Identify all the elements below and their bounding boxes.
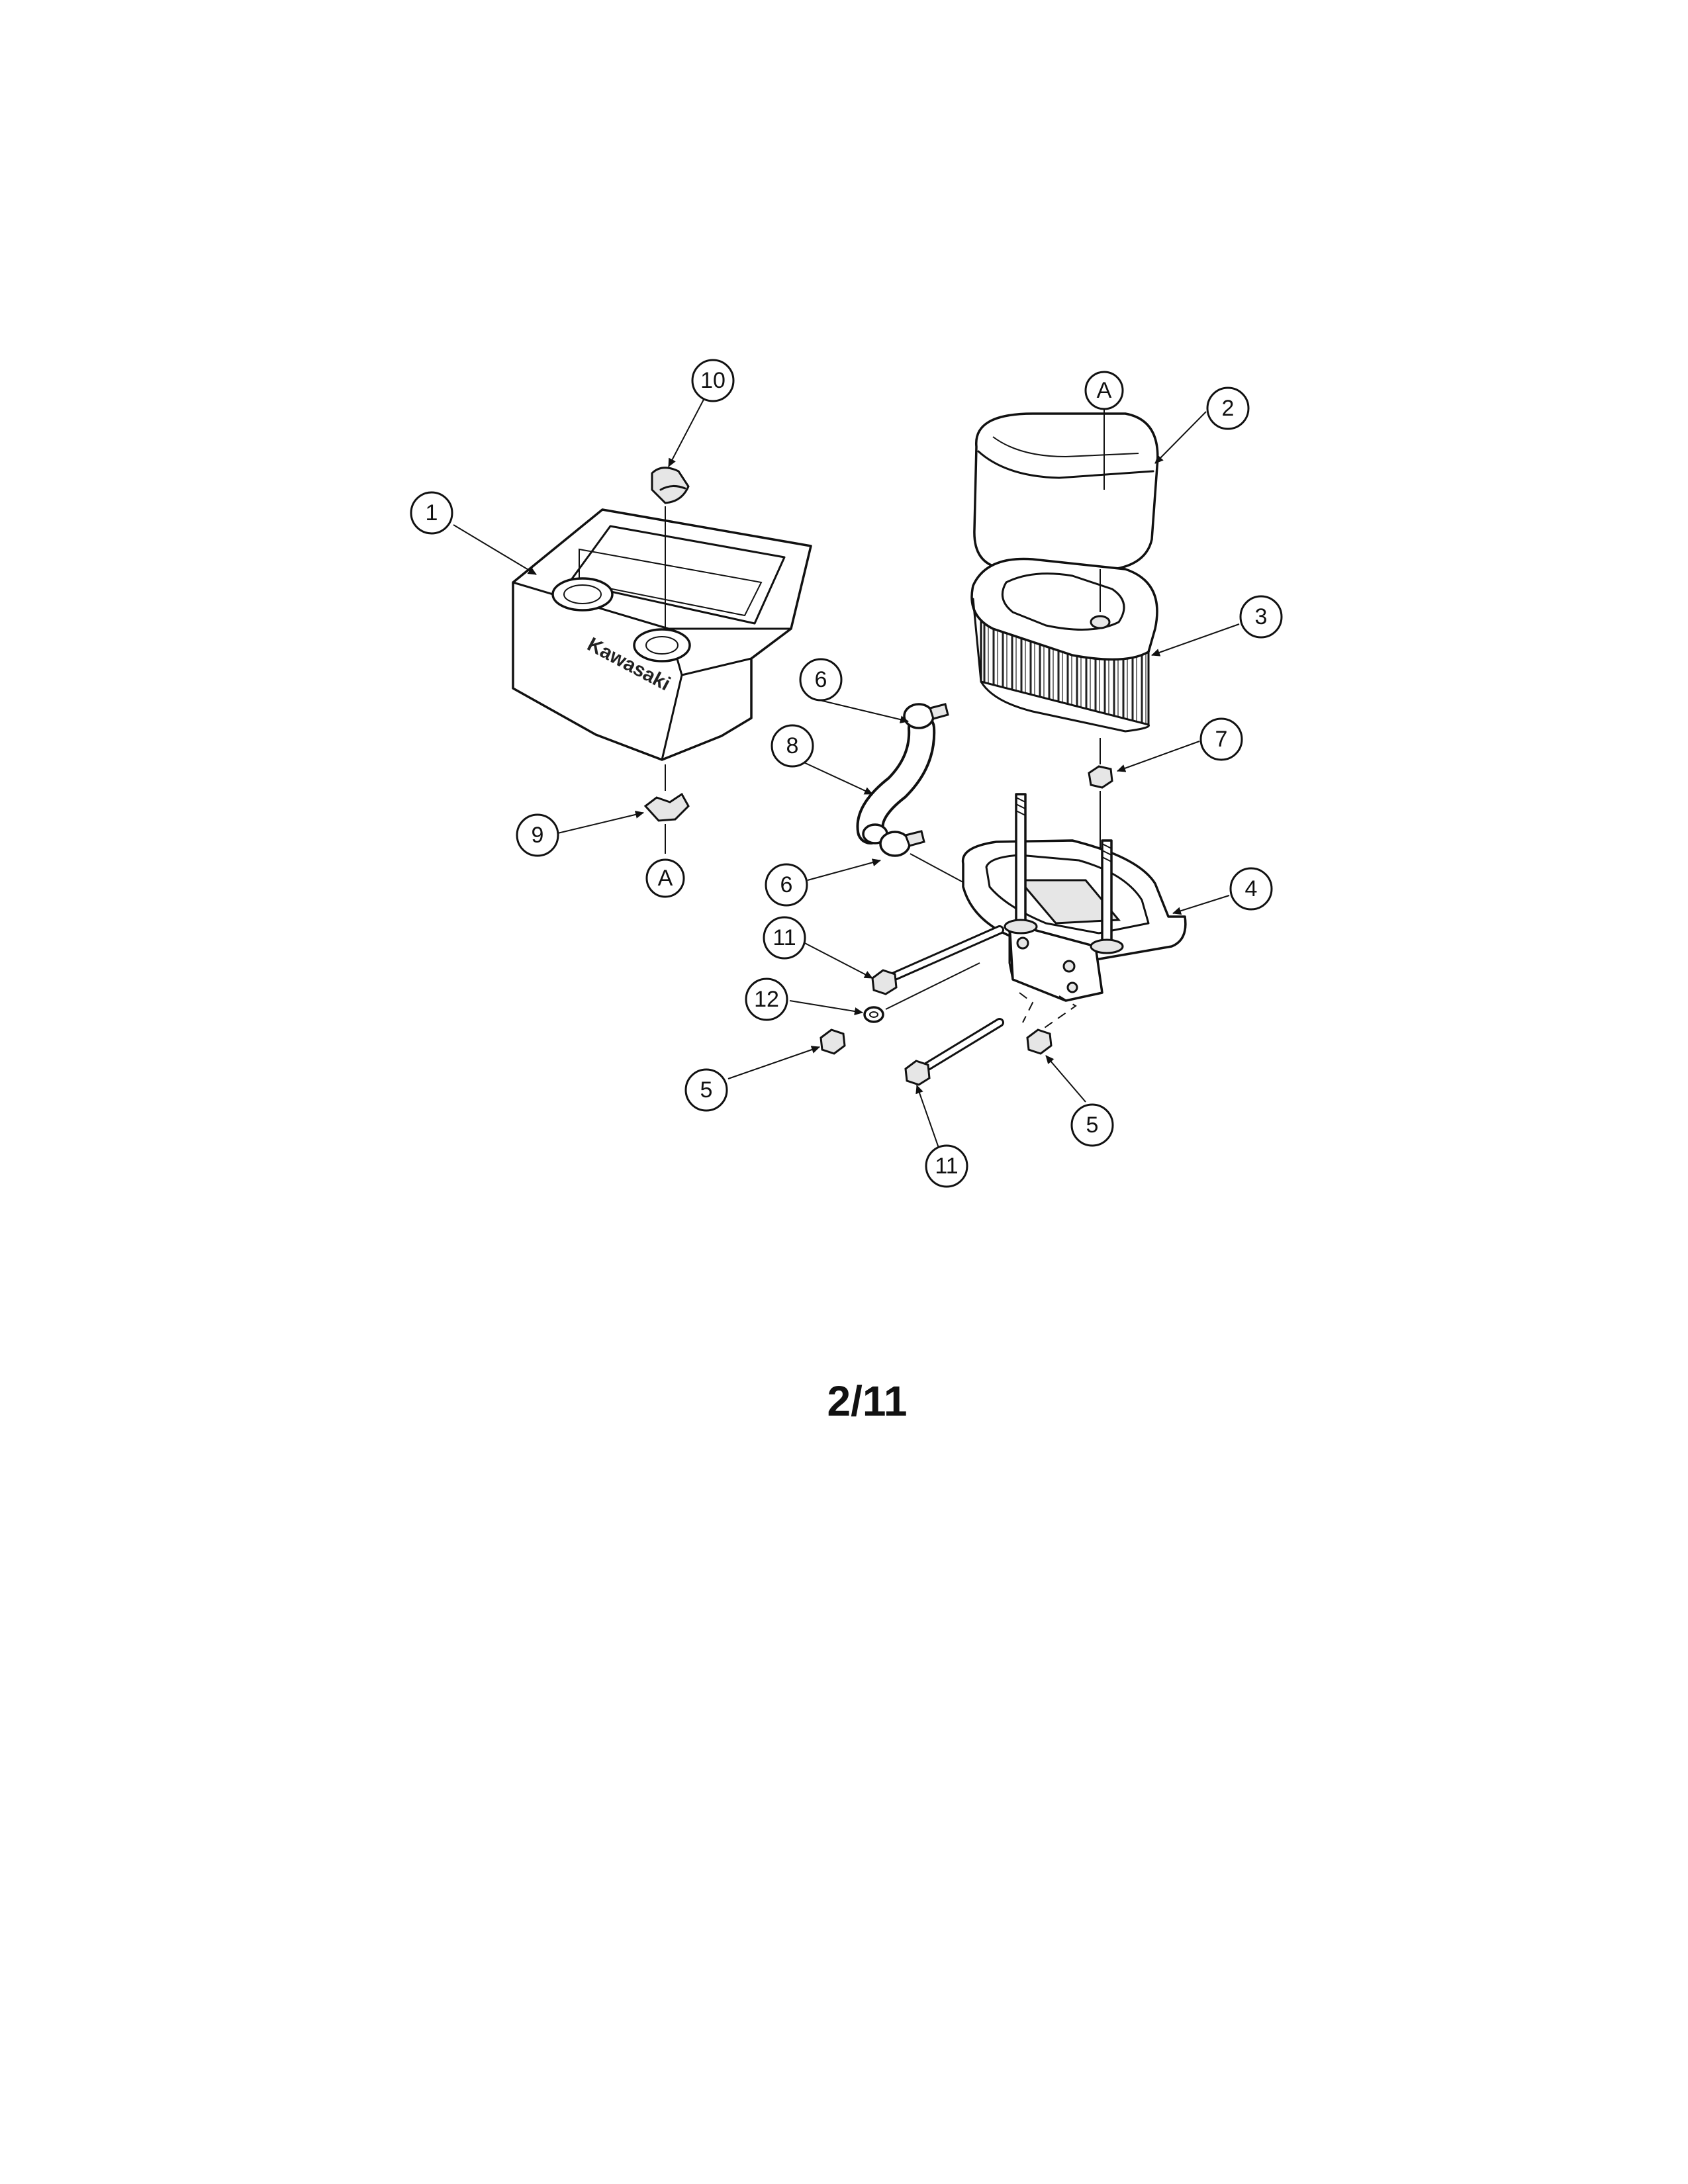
hose-clamp-top-part (903, 703, 949, 729)
callout-5-left: 5 (684, 1068, 728, 1112)
page-number: 2/11 (827, 1377, 908, 1425)
svg-text:5: 5 (1086, 1113, 1099, 1138)
svg-text:8: 8 (786, 733, 799, 758)
pre-cleaner-part (973, 412, 1159, 572)
callout-11-upper: 11 (763, 916, 806, 960)
svg-text:6: 6 (815, 667, 827, 692)
svg-text:7: 7 (1215, 727, 1228, 752)
breather-hose-part (856, 714, 936, 844)
svg-text:11: 11 (935, 1154, 958, 1179)
callout-11-lower: 11 (925, 1144, 968, 1188)
callout-5-right: 5 (1070, 1103, 1114, 1147)
svg-text:3: 3 (1255, 604, 1268, 629)
callout-12: 12 (745, 978, 788, 1021)
bolt-lower-part (904, 1018, 1004, 1086)
callout-6-top: 6 (799, 658, 843, 702)
air-filter-part (970, 557, 1158, 733)
svg-text:4: 4 (1245, 876, 1258, 901)
svg-text:1: 1 (426, 500, 438, 525)
nut-left-part (820, 1028, 846, 1055)
callout-7: 7 (1199, 717, 1243, 761)
svg-text:A: A (658, 866, 673, 891)
bolt-upper-part (871, 925, 1004, 995)
washer-part (863, 962, 980, 1023)
callout-6-bottom: 6 (765, 863, 808, 907)
callout-2: 2 (1206, 387, 1250, 430)
svg-text:2: 2 (1222, 396, 1235, 421)
callout-a-top: A (1084, 371, 1124, 410)
callout-9: 9 (516, 813, 559, 857)
filter-nut-part (1088, 738, 1113, 860)
nut-right-part (1026, 1028, 1053, 1055)
callout-8: 8 (771, 724, 814, 768)
svg-text:10: 10 (700, 368, 726, 393)
svg-text:A: A (1097, 378, 1112, 403)
svg-text:11: 11 (773, 925, 796, 950)
callout-a-bottom: A (645, 858, 685, 898)
wing-nut-part (643, 764, 690, 854)
callout-1: 1 (410, 491, 453, 535)
knob-part (651, 467, 690, 629)
callout-3: 3 (1239, 595, 1283, 639)
svg-text:9: 9 (532, 823, 544, 848)
air-cleaner-base-part (961, 793, 1187, 1002)
svg-text:6: 6 (780, 872, 793, 897)
svg-text:5: 5 (700, 1077, 713, 1103)
leader-lines (453, 395, 1240, 1152)
svg-text:12: 12 (754, 987, 779, 1012)
callout-4: 4 (1229, 867, 1273, 911)
air-cleaner-cover: Kawasaki (512, 508, 812, 761)
callout-10: 10 (691, 359, 735, 402)
